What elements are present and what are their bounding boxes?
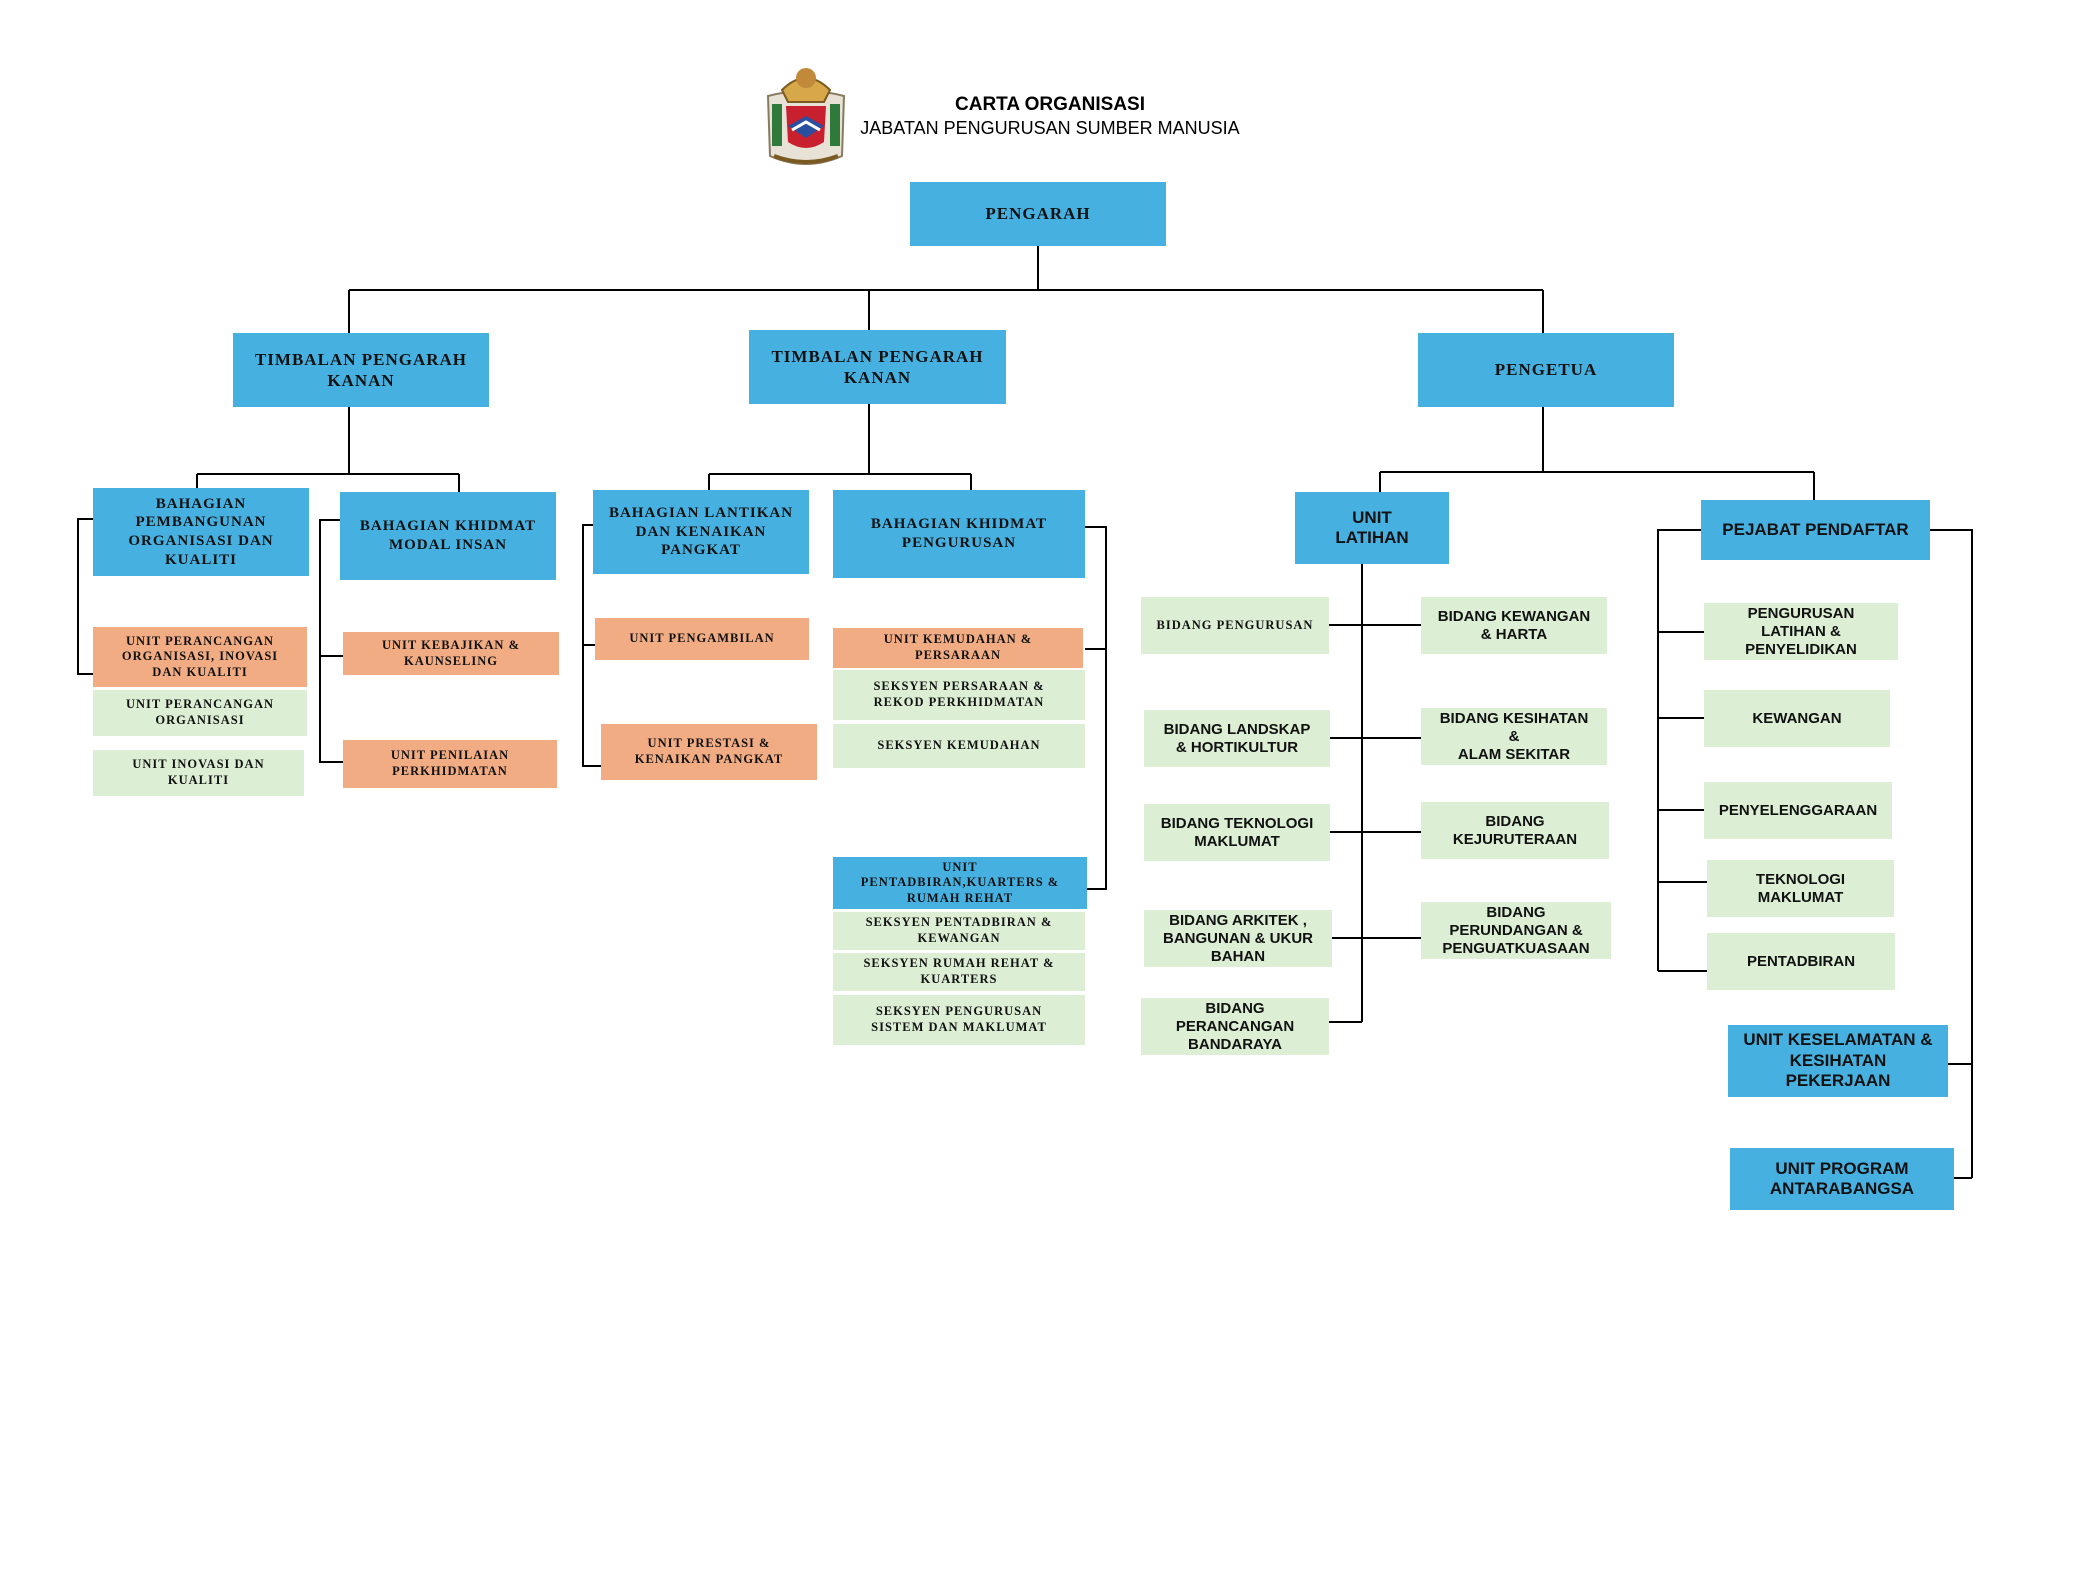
node-bidang-kesihatan-alam-sekitar: BIDANG KESIHATAN & ALAM SEKITAR	[1421, 708, 1607, 765]
connector-line	[1657, 529, 1701, 971]
node-bidang-landskap-hortikultur: BIDANG LANDSKAP & HORTIKULTUR	[1144, 710, 1330, 767]
node-bahagian-khidmat-modal-insan: BAHAGIAN KHIDMAT MODAL INSAN	[340, 492, 556, 580]
node-unit-pentadbiran-kuarters-rumah-rehat: UNIT PENTADBIRAN,KUARTERS & RUMAH REHAT	[833, 857, 1087, 909]
node-seksyen-kemudahan: SEKSYEN KEMUDAHAN	[833, 724, 1085, 768]
node-bidang-arkitek-bangunan-ukur-bahan: BIDANG ARKITEK , BANGUNAN & UKUR BAHAN	[1144, 910, 1332, 967]
connector-line	[77, 518, 93, 675]
node-seksyen-pentadbiran-kewangan: SEKSYEN PENTADBIRAN & KEWANGAN	[833, 912, 1085, 950]
node-unit-prestasi-kenaikan-pangkat: UNIT PRESTASI & KENAIKAN PANGKAT	[601, 724, 817, 780]
node-pengetua: PENGETUA	[1418, 333, 1674, 407]
node-bidang-kewangan-harta: BIDANG KEWANGAN & HARTA	[1421, 597, 1607, 654]
node-seksyen-persaraan-rekod: SEKSYEN PERSARAAN & REKOD PERKHIDMATAN	[833, 670, 1085, 720]
connector-line	[1085, 526, 1107, 890]
connector-line	[1930, 529, 1973, 1178]
node-timbalan-pengarah-kanan-2: TIMBALAN PENGARAH KANAN	[749, 330, 1006, 404]
node-bidang-teknologi-maklumat: BIDANG TEKNOLOGI MAKLUMAT	[1144, 804, 1330, 861]
node-seksyen-rumah-rehat-kuarters: SEKSYEN RUMAH REHAT & KUARTERS	[833, 953, 1085, 991]
node-pengarah: PENGARAH	[910, 182, 1166, 246]
node-pentadbiran: PENTADBIRAN	[1707, 933, 1895, 990]
node-teknologi-maklumat: TEKNOLOGI MAKLUMAT	[1707, 860, 1894, 917]
node-pejabat-pendaftar: PEJABAT PENDAFTAR	[1701, 500, 1930, 560]
node-unit-kebajikan-kaunseling: UNIT KEBAJIKAN & KAUNSELING	[343, 632, 559, 675]
node-bahagian-khidmat-pengurusan: BAHAGIAN KHIDMAT PENGURUSAN	[833, 490, 1085, 578]
node-unit-keselamatan-kesihatan-pekerjaan: UNIT KESELAMATAN & KESIHATAN PEKERJAAN	[1728, 1025, 1948, 1097]
node-unit-inovasi-kualiti: UNIT INOVASI DAN KUALITI	[93, 750, 304, 796]
node-pengurusan-latihan-penyelidikan: PENGURUSAN LATIHAN & PENYELIDIKAN	[1704, 603, 1898, 660]
node-unit-perancangan-organisasi: UNIT PERANCANGAN ORGANISASI	[93, 690, 307, 736]
node-bahagian-pembangunan-organisasi: BAHAGIAN PEMBANGUNAN ORGANISASI DAN KUAL…	[93, 488, 309, 576]
connector-line	[319, 519, 343, 763]
chart-subtitle: JABATAN PENGURUSAN SUMBER MANUSIA	[860, 118, 1240, 138]
node-unit-kemudahan-persaraan: UNIT KEMUDAHAN & PERSARAAN	[833, 628, 1083, 668]
node-bidang-pengurusan: BIDANG PENGURUSAN	[1141, 597, 1329, 654]
node-bidang-perundangan-penguatkuasaan: BIDANG PERUNDANGAN & PENGUATKUASAAN	[1421, 902, 1611, 959]
node-unit-penilaian-perkhidmatan: UNIT PENILAIAN PERKHIDMATAN	[343, 740, 557, 788]
node-unit-latihan: UNIT LATIHAN	[1295, 492, 1449, 564]
node-seksyen-pengurusan-sistem-maklumat: SEKSYEN PENGURUSAN SISTEM DAN MAKLUMAT	[833, 995, 1085, 1045]
node-unit-perancangan-organisasi-inovasi-kualiti: UNIT PERANCANGAN ORGANISASI, INOVASI DAN…	[93, 627, 307, 687]
node-penyelenggaraan: PENYELENGGARAAN	[1704, 782, 1892, 839]
dbkl-crest-logo	[758, 56, 854, 172]
node-unit-pengambilan: UNIT PENGAMBILAN	[595, 618, 809, 660]
node-timbalan-pengarah-kanan-1: TIMBALAN PENGARAH KANAN	[233, 333, 489, 407]
node-bahagian-lantikan-kenaikan-pangkat: BAHAGIAN LANTIKAN DAN KENAIKAN PANGKAT	[593, 490, 809, 574]
node-bidang-kejuruteraan: BIDANG KEJURUTERAAN	[1421, 802, 1609, 859]
node-unit-program-antarabangsa: UNIT PROGRAM ANTARABANGSA	[1730, 1148, 1954, 1210]
node-bidang-perancangan-bandaraya: BIDANG PERANCANGAN BANDARAYA	[1141, 998, 1329, 1055]
node-kewangan: KEWANGAN	[1704, 690, 1890, 747]
chart-title: CARTA ORGANISASI	[955, 94, 1145, 115]
